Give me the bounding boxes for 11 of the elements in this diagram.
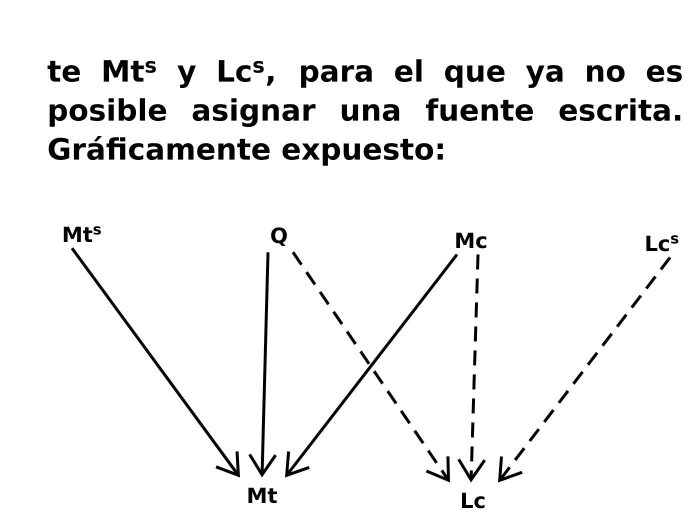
dashed-arrow (498, 256, 672, 482)
node-label: Mt (248, 488, 277, 503)
node-label: Mc (456, 232, 486, 248)
node-label: Lc (462, 492, 484, 508)
node-label: Mt$^{s}$ (64, 226, 101, 242)
dashed-arrow (457, 254, 486, 482)
arrow (70, 247, 240, 478)
node-label: Lc$^{s}$ (646, 235, 678, 252)
arrow (248, 252, 277, 478)
node-label: Q (271, 227, 287, 246)
paragraph: te Mt$^{s}$ y Lc$^{s}$, para el que ya no es posible asignar una fuente escrita. Gráficamente expuesto: (48, 59, 682, 166)
